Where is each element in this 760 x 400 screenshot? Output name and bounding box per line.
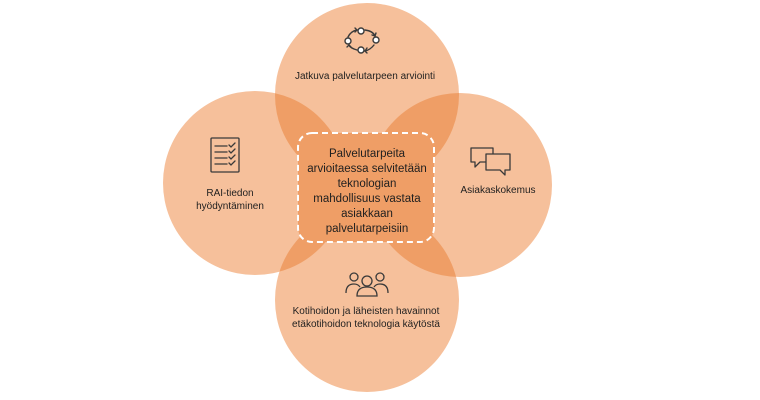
checklist-icon [210,137,240,173]
people-group-icon [345,272,389,297]
circle-left-label: RAI-tiedon hyödyntäminen [196,188,264,212]
circle-top-label: Jatkuva palvelutarpeen arviointi [294,71,436,82]
circle-right-label: Asiakaskokemus [460,185,536,196]
circle-bottom-label: Kotihoidon ja läheisten havainnot etäkot… [292,306,440,330]
center-box [297,132,435,243]
center-text: Palvelutarpeita arvioitaessa selvitetään… [307,148,427,235]
cycle-arrows-icon [344,27,380,54]
chat-bubbles-icon [470,147,511,176]
